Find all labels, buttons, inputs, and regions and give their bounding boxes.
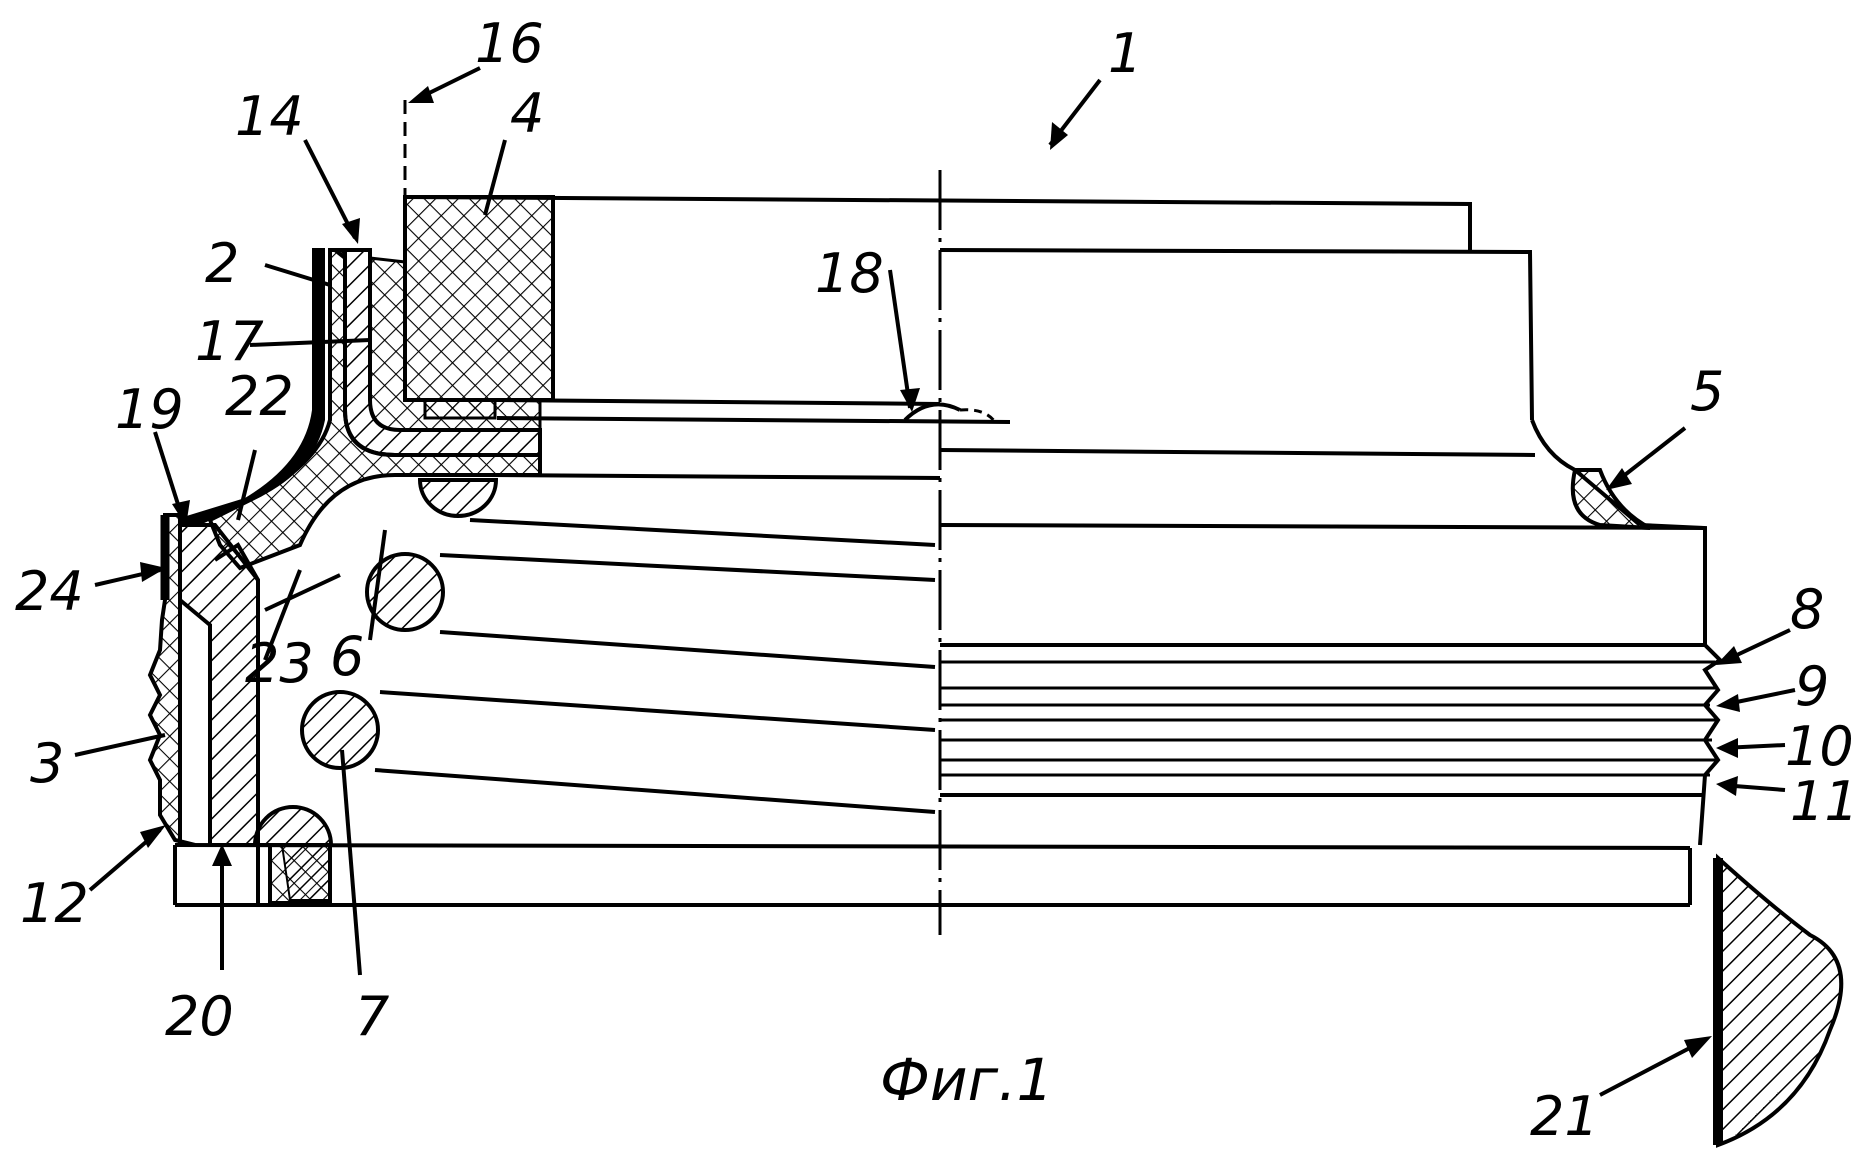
label-4: 4	[510, 82, 544, 145]
label-5: 5	[1690, 360, 1724, 423]
label-2: 2	[205, 232, 239, 295]
label-10: 10	[1785, 715, 1854, 778]
housing-lines	[175, 475, 1720, 905]
label-14: 14	[235, 85, 304, 148]
label-17: 17	[195, 310, 264, 373]
label-6: 6	[330, 625, 364, 688]
label-24: 24	[15, 560, 84, 623]
figure-caption: Фиг.1	[880, 1046, 1053, 1114]
label-7: 7	[355, 985, 389, 1048]
part-21	[1718, 858, 1841, 1145]
seal-strip	[425, 400, 495, 418]
spring-seat-hatch	[282, 845, 330, 900]
label-18: 18	[815, 242, 884, 305]
label-9: 9	[1795, 655, 1829, 718]
seal-block-4	[405, 197, 553, 400]
label-23: 23	[245, 632, 314, 695]
label-22: 22	[225, 365, 294, 428]
label-12: 12	[20, 872, 89, 935]
part-labels: 1 2 3 4 5 6 7 8 9 10 11 12 14 16 17 18 1…	[15, 12, 1859, 1148]
label-20: 20	[165, 985, 234, 1048]
label-21: 21	[1530, 1085, 1599, 1148]
label-19: 19	[115, 378, 184, 441]
leader-lines	[75, 68, 1795, 1095]
label-8: 8	[1790, 578, 1824, 641]
spring-coils	[375, 520, 935, 812]
label-3: 3	[30, 732, 64, 795]
part-5	[1573, 470, 1650, 528]
label-1: 1	[1108, 22, 1142, 85]
label-16: 16	[475, 12, 544, 75]
label-11: 11	[1790, 770, 1859, 833]
